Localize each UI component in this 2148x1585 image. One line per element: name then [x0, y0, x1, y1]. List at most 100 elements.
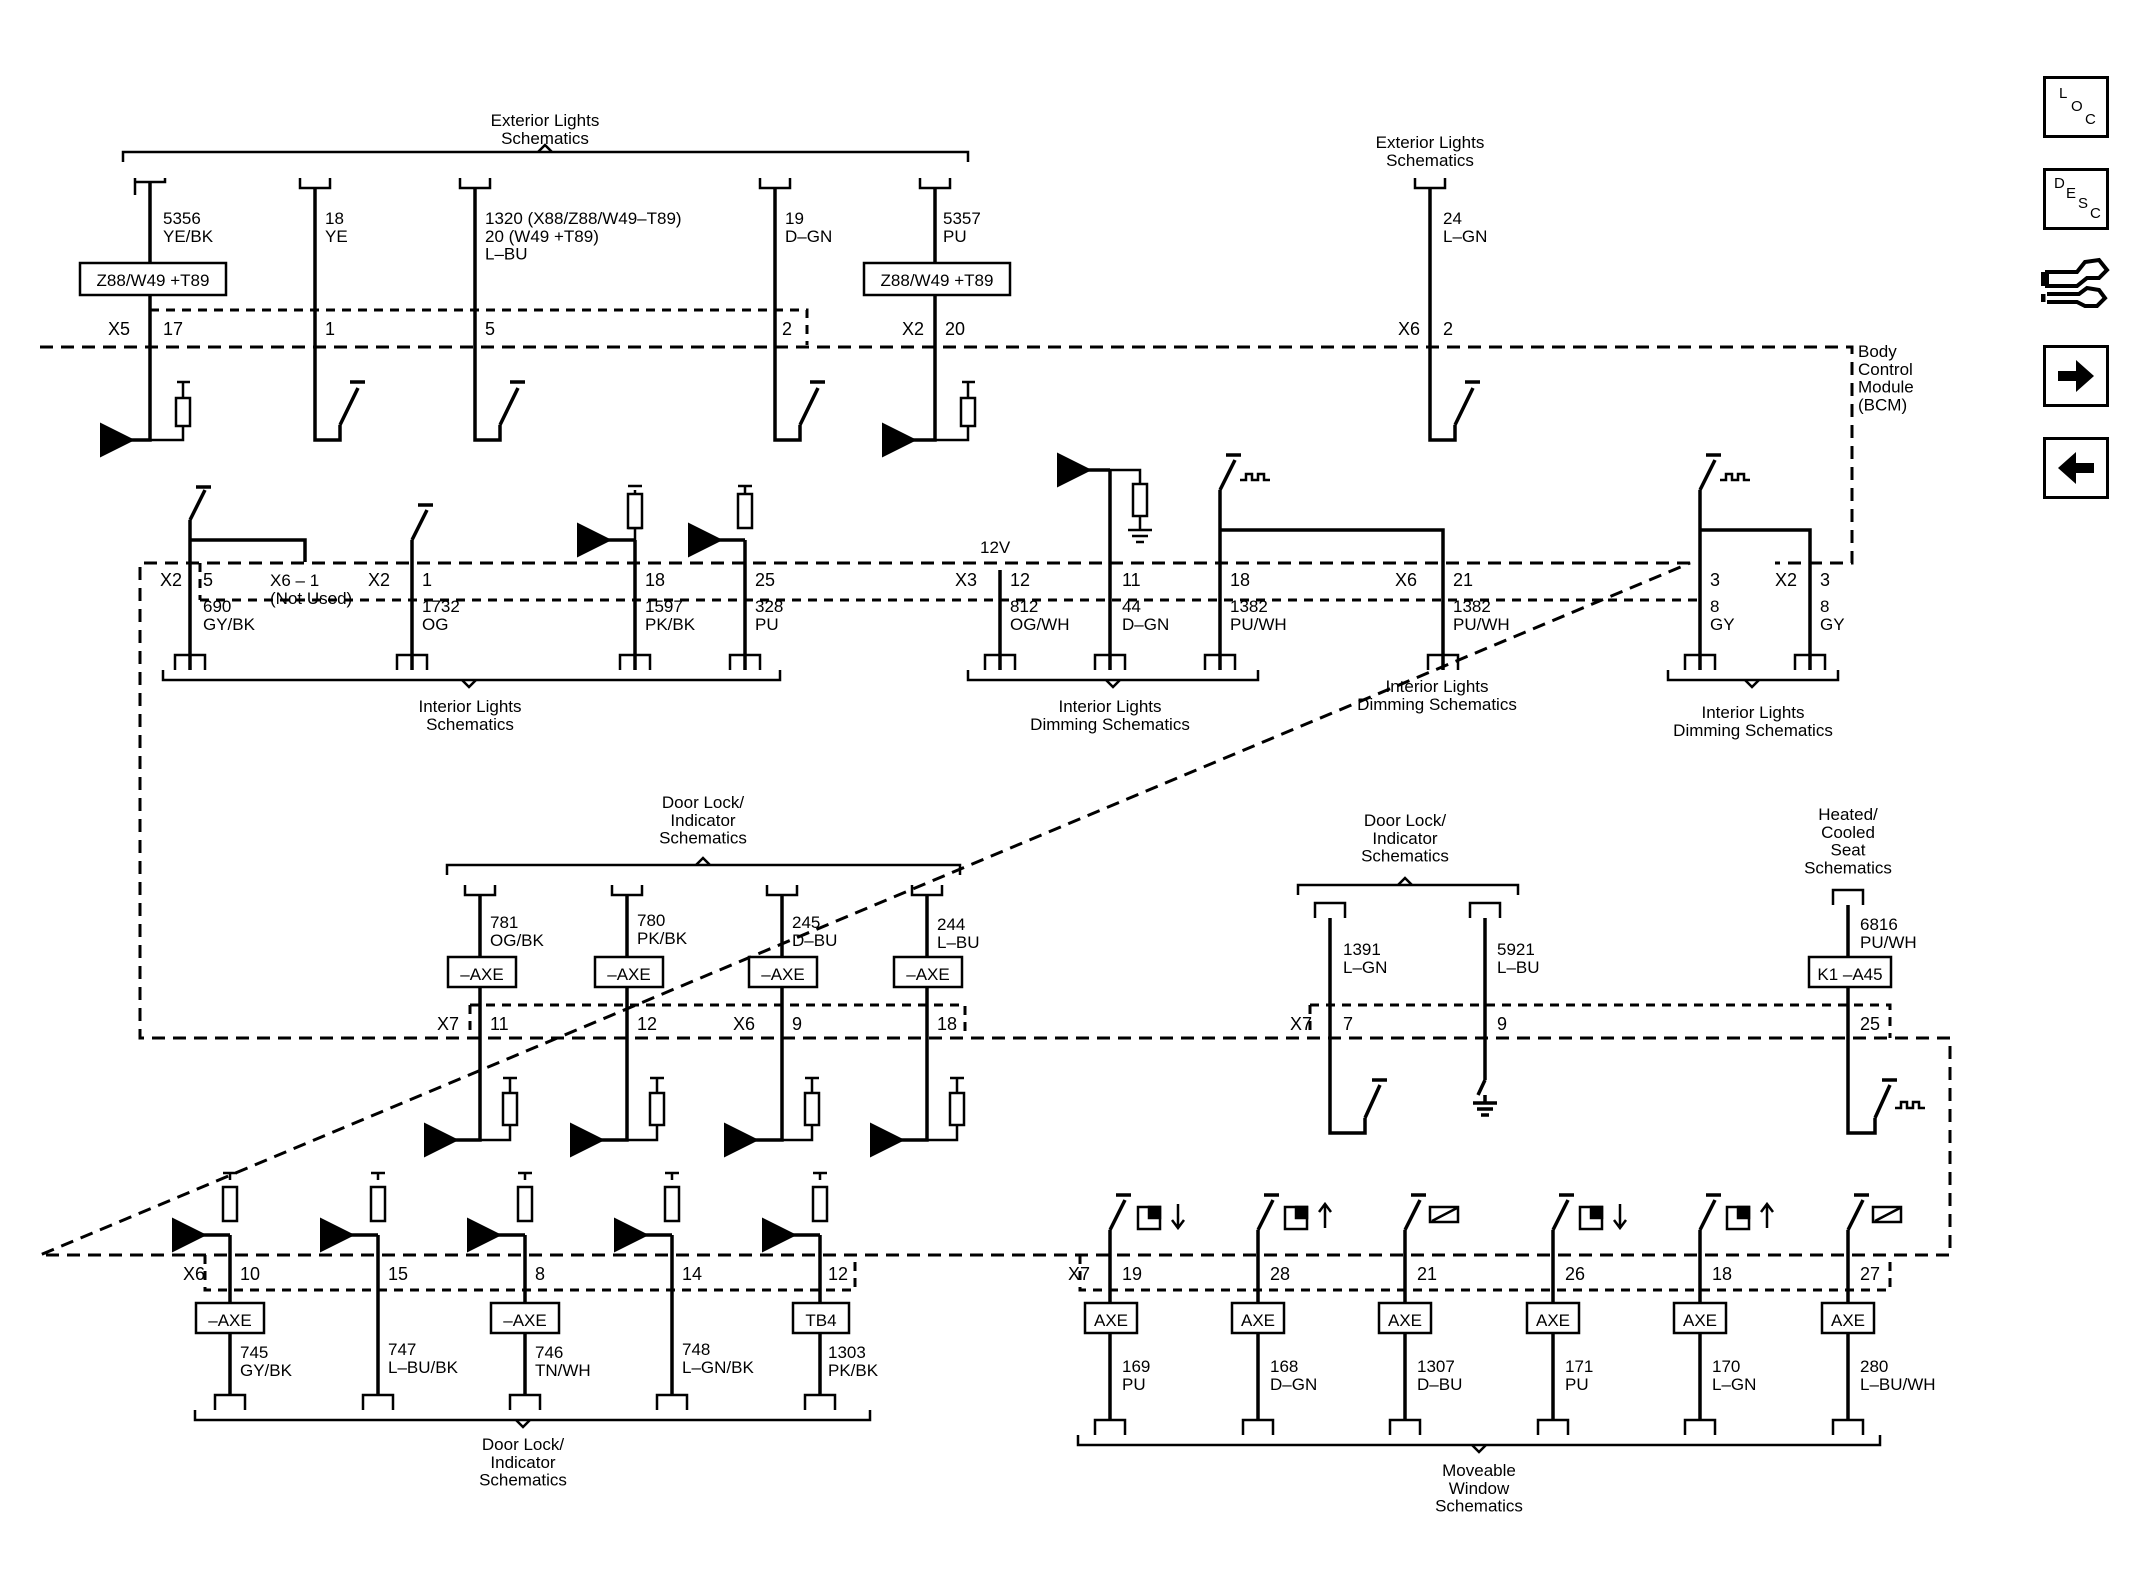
option-box-z88-right: Z88/W49 +T89 [881, 271, 994, 290]
connector-label: X2 [902, 319, 924, 339]
desc-letter-e: E [2066, 185, 2077, 202]
pin-label: 10 [240, 1264, 260, 1284]
pin-label: 5 [485, 319, 495, 339]
pin-label: 18 [1712, 1264, 1732, 1284]
pin-label: 18 [1230, 570, 1250, 590]
description-button[interactable]: D E S C [2043, 168, 2109, 230]
pin-label: 12 [828, 1264, 848, 1284]
pin-label: 21 [1417, 1264, 1437, 1284]
option-box-axe: –AXE [906, 965, 949, 984]
pin-label: 27 [1860, 1264, 1880, 1284]
wire-label: 1320 (X88/Z88/W49–T89)20 (W49 +T89)L–BU [485, 209, 682, 264]
arrow-left-icon [2058, 452, 2094, 484]
connector-label: X3 [955, 570, 977, 590]
pin-label: 17 [163, 319, 183, 339]
option-box-axe: AXE [1388, 1311, 1422, 1330]
option-box-axe: AXE [1831, 1311, 1865, 1330]
connector-label: X7 [1290, 1014, 1312, 1034]
option-box-axe: –AXE [208, 1311, 251, 1330]
pin-label: 1 [325, 319, 335, 339]
pin-label: 15 [388, 1264, 408, 1284]
connector-label: X2 [368, 570, 390, 590]
pin-label: 12 [637, 1014, 657, 1034]
desc-letter-s: S [2078, 195, 2089, 212]
pin-label: 1 [422, 570, 432, 590]
not-used-label: X6 – 1(Not Used) [270, 571, 352, 608]
pin-label: 19 [1122, 1264, 1142, 1284]
option-box-axe: –AXE [761, 965, 804, 984]
connector-label: X2 [1775, 570, 1797, 590]
connector-label: X6 [1395, 570, 1417, 590]
option-box-axe: AXE [1536, 1311, 1570, 1330]
pin-label: 9 [792, 1014, 802, 1034]
pin-label: 18 [645, 570, 665, 590]
option-box-axe: AXE [1241, 1311, 1275, 1330]
connector-label: X6 [1398, 319, 1420, 339]
option-box-axe: –AXE [460, 965, 503, 984]
pin-label: 21 [1453, 570, 1473, 590]
pin-label: 8 [535, 1264, 545, 1284]
loc-letter-o: O [2071, 98, 2083, 115]
connector-label: X7 [437, 1014, 459, 1034]
pin-label: 25 [755, 570, 775, 590]
next-button[interactable] [2043, 345, 2109, 407]
loc-letter-c: C [2085, 111, 2096, 128]
option-box-axe: AXE [1094, 1311, 1128, 1330]
pin-label: 2 [782, 319, 792, 339]
pin-label: 11 [1122, 570, 1141, 590]
wrench-connector-icon [2040, 257, 2110, 308]
pin-label: 3 [1820, 570, 1830, 590]
option-box-axe: AXE [1683, 1311, 1717, 1330]
pin-label: 28 [1270, 1264, 1290, 1284]
connector-wire-icon[interactable] [2040, 248, 2113, 318]
desc-letter-c: C [2090, 205, 2101, 222]
arrow-right-icon [2058, 360, 2094, 392]
location-button[interactable]: L O C [2043, 76, 2109, 138]
option-box-z88-left: Z88/W49 +T89 [97, 271, 210, 290]
connector-label: X5 [108, 319, 130, 339]
option-box-tb4: TB4 [805, 1311, 836, 1330]
option-box-axe: –AXE [607, 965, 650, 984]
previous-button[interactable] [2043, 437, 2109, 499]
pin-label: 12 [1010, 570, 1030, 590]
desc-letter-d: D [2054, 175, 2065, 192]
connector-shells [148, 308, 1892, 1292]
